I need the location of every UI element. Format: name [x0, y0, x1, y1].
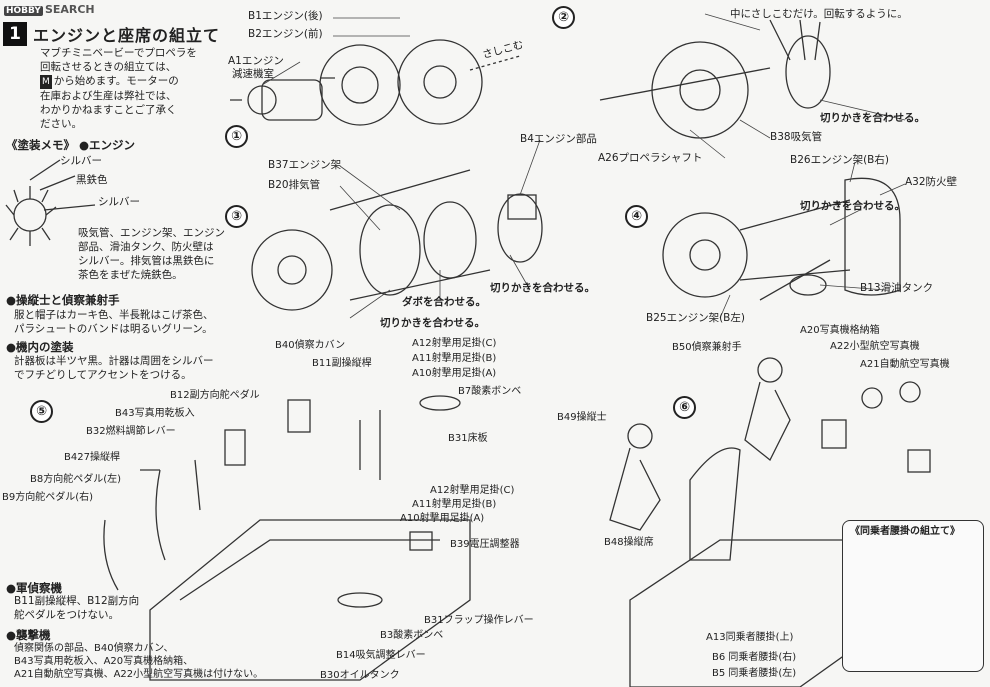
- label-b39-regulator: B39電圧調整器: [450, 539, 520, 550]
- label-b50-gunner: B50偵察兼射手: [672, 342, 742, 353]
- label-b26-mount-right: B26エンジン架(B右): [790, 154, 889, 166]
- step1-drawing: [230, 39, 521, 126]
- engine-paint-note: 吸気管、エンジン架、エンジン 部品、滑油タンク、防火壁は シルバー。排気管は黒鉄…: [78, 227, 225, 281]
- label-b11-aux-stick: B11副操縦桿: [312, 358, 372, 369]
- step2-drawing: [599, 19, 831, 139]
- label-b5-seat-left: B5 同乗者腰掛(左): [712, 668, 797, 679]
- label-b13-oil-tank: B13滑油タンク: [860, 282, 934, 294]
- section-title: エンジンと座席の組立て: [33, 26, 221, 45]
- label-b2-engine-front: B2エンジン(前): [248, 28, 323, 40]
- label-b40-recon-bag: B40偵察カバン: [275, 340, 346, 351]
- label-b3-oxygen: B3酸素ボンベ: [380, 630, 444, 641]
- label-a26-prop-shaft: A26プロペラシャフト: [598, 152, 703, 164]
- interior-paint-note: 計器板は半ツヤ黒。計器は周囲をシルバー でフチどりしてアクセントをつける。: [14, 355, 214, 381]
- section-number-badge: 1: [3, 22, 27, 46]
- label-b20-exhaust: B20排気管: [268, 179, 321, 191]
- label-b37-engine-mount: B37エンジン架: [268, 159, 342, 171]
- label-b31-floor: B31床板: [448, 433, 488, 444]
- label-align-notch-4: 切りかきを合わせる。: [800, 200, 905, 212]
- label-b1-engine-rear: B1エンジン(後): [248, 10, 323, 22]
- step-marker-4: ④: [625, 205, 648, 228]
- label-a20-camera-box: A20写真機格納箱: [800, 325, 880, 336]
- label-b7-oxygen: B7酸素ボンベ: [458, 386, 522, 397]
- label-a10-footrest-bottom: A10射撃用足掛(A): [400, 513, 485, 524]
- label-align-notch-2: 切りかきを合わせる。: [820, 112, 925, 124]
- label-b32-fuel-lever: B32燃料調節レバー: [86, 426, 176, 437]
- label-reduction-gear: 減速機室: [232, 68, 274, 80]
- label-align-dowel: ダボを合わせる。: [402, 296, 486, 308]
- label-a12-footrest-top: A12射撃用足掛(C): [412, 338, 497, 349]
- crew-paint-note: 服と帽子はカーキ色、半長靴はこげ茶色、 パラシュートのバンドは明るいグリーン。: [14, 309, 214, 335]
- label-a21-auto-camera: A21自動航空写真機: [860, 359, 950, 370]
- step5-drawing: [103, 395, 471, 681]
- motor-marker-icon: M: [40, 75, 52, 89]
- attack-variant-note: 偵察関係の部品、B40偵察カバン、 B43写真用乾板入、A20写真機格納箱、 A…: [14, 643, 264, 680]
- label-a32-firewall: A32防火壁: [905, 176, 958, 188]
- label-a10-footrest-top: A10射撃用足掛(A): [412, 368, 497, 379]
- step-marker-3: ③: [225, 205, 248, 228]
- paint-label-silver-1: シルバー: [60, 155, 102, 167]
- label-a1-engine: A1エンジン: [228, 55, 284, 67]
- label-a13-seat-top: A13同乗者腰掛(上): [706, 632, 794, 643]
- label-b427-stick: B427操縦桿: [64, 452, 120, 463]
- label-b38-intake: B38吸気管: [770, 131, 823, 143]
- interior-paint-heading: ●機内の塗装: [6, 340, 74, 354]
- label-b31-flap-lever: B31フラップ操作レバー: [424, 615, 534, 626]
- label-a22-small-camera: A22小型航空写真機: [830, 341, 920, 352]
- label-b8-pedal-left: B8方向舵ペダル(左): [30, 474, 122, 485]
- label-b43-plate-case: B43写真用乾板入: [115, 408, 195, 419]
- label-b49-pilot: B49操縦士: [557, 412, 607, 423]
- label-align-notch-3a: 切りかきを合わせる。: [490, 282, 595, 294]
- label-b6-seat-right: B6 同乗者腰掛(右): [712, 652, 797, 663]
- recon-variant-note: B11副操縦桿、B12副方向 舵ペダルをつけない。: [14, 595, 140, 621]
- label-insert-rotate: 中にさしこむだけ。回転するように。: [730, 8, 908, 20]
- label-b48-seat: B48操縦席: [604, 537, 654, 548]
- label-b12-aux-pedal: B12副方向舵ペダル: [170, 390, 260, 401]
- label-a11-footrest-bottom: A11射撃用足掛(B): [412, 499, 497, 510]
- label-b30-oil-tank: B30オイルタンク: [320, 670, 400, 681]
- paint-label-silver-2: シルバー: [98, 196, 140, 208]
- paint-engine-drawing: [5, 159, 96, 246]
- paint-label-gunmetal: 黒鉄色: [76, 174, 108, 186]
- step-marker-1: ①: [225, 125, 248, 148]
- step4-drawing: [662, 177, 901, 301]
- crew-paint-heading: ●操縦士と偵察兼射手: [6, 293, 120, 307]
- label-b25-mount-left: B25エンジン架(B左): [646, 312, 745, 324]
- attack-variant-heading: ●襲撃機: [6, 628, 51, 642]
- label-align-notch-3b: 切りかきを合わせる。: [380, 317, 485, 329]
- label-b14-intake-lever: B14吸気調整レバー: [336, 650, 426, 661]
- recon-variant-heading: ●軍偵察機: [6, 581, 63, 595]
- step-marker-6: ⑥: [673, 396, 696, 419]
- label-a11-footrest-top: A11射撃用足掛(B): [412, 353, 497, 364]
- label-b4-engine-part: B4エンジン部品: [520, 133, 597, 145]
- step-marker-5: ⑤: [30, 400, 53, 423]
- paint-memo-heading: 《塗装メモ》 ●エンジン: [6, 138, 136, 152]
- passenger-seat-title: 《同乗者腰掛の組立て》: [850, 526, 960, 537]
- passenger-seat-box: [842, 520, 984, 672]
- label-b9-pedal-right: B9方向舵ペダル(右): [2, 492, 94, 503]
- step-marker-2: ②: [552, 6, 575, 29]
- label-a12-footrest-bottom: A12射撃用足掛(C): [430, 485, 515, 496]
